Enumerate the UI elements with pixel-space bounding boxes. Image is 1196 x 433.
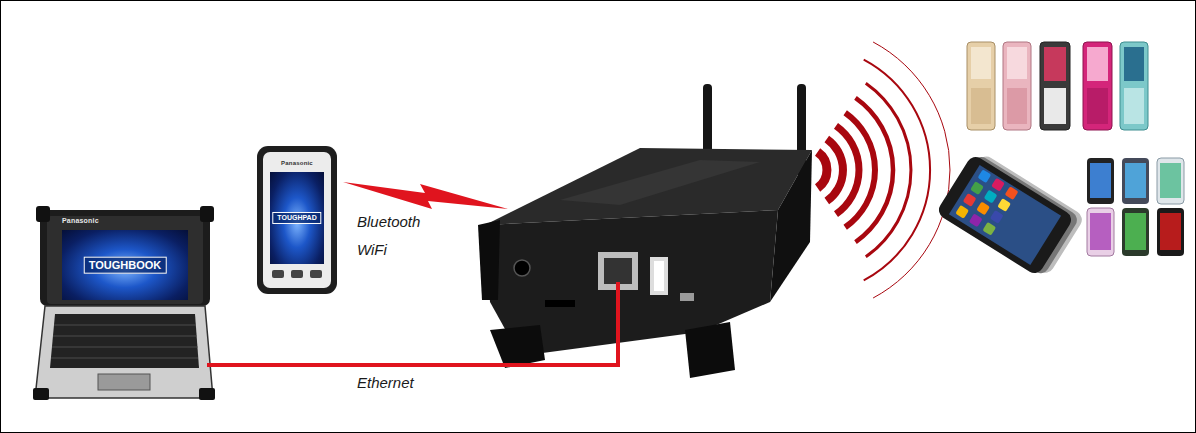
key-row	[52, 347, 198, 348]
phone-screen	[1124, 47, 1144, 81]
key-row	[54, 325, 196, 326]
app-icon	[990, 210, 1004, 224]
app-icon	[984, 190, 998, 204]
phone-keypad	[1124, 88, 1144, 124]
smartphone-screen	[1125, 213, 1146, 250]
gateway-top-groove	[560, 160, 760, 205]
app-icon	[976, 202, 990, 216]
app-icon	[997, 198, 1011, 212]
smartphone-screen	[949, 165, 1061, 265]
smartphone-stack	[936, 148, 1086, 281]
smartphone	[1157, 158, 1184, 204]
keyboard-rows	[51, 325, 198, 358]
product-badge: TOUGHBOOK	[84, 257, 167, 274]
smartphone-screen	[1090, 213, 1111, 250]
smartphone	[1122, 208, 1149, 256]
gateway-foot	[490, 325, 545, 368]
wave-arc	[845, 113, 875, 228]
wave-arc	[873, 42, 950, 298]
smartphone	[1087, 208, 1114, 256]
wave-arc	[866, 83, 911, 257]
wave-arc	[864, 60, 930, 281]
tablet-button	[291, 270, 303, 278]
flip-phones	[967, 42, 1148, 130]
tablet-button	[272, 270, 284, 278]
flip-phone	[967, 42, 995, 130]
dc-jack	[514, 260, 530, 276]
link-label: Bluetooth WiFi	[357, 208, 437, 264]
laptop-bezel	[47, 216, 203, 304]
brand-logo: Panasonic	[62, 217, 188, 224]
smartphone	[936, 154, 1075, 277]
laptop-touchpad	[98, 374, 150, 390]
tablet-frame	[257, 146, 337, 294]
laptop-illustration	[33, 206, 215, 400]
app-icon	[970, 181, 984, 195]
gateway-foot	[478, 220, 500, 300]
laptop-screen: PanasonicTOUGHBOOK	[62, 230, 188, 300]
flip-phone	[1040, 42, 1070, 130]
smartphone	[1122, 158, 1149, 204]
ethernet-cable	[207, 282, 618, 365]
laptop-keyboard	[50, 314, 199, 368]
laptop-bumper	[36, 206, 50, 222]
smartphone-screen	[1160, 213, 1181, 250]
wireless-bolt	[343, 182, 508, 209]
wave-arc	[818, 152, 827, 188]
phone-screen	[971, 47, 991, 79]
link-label: Ethernet	[357, 373, 477, 393]
brand-logo: Panasonic	[270, 160, 324, 166]
laptop-bumper	[199, 388, 215, 400]
smartphone-screen	[1090, 163, 1111, 198]
app-icon	[955, 205, 969, 219]
flip-phone	[1003, 42, 1031, 130]
smartphone	[1157, 208, 1184, 256]
tablet-button	[310, 270, 322, 278]
radio-waves	[818, 42, 950, 298]
usb-port	[650, 257, 668, 295]
wave-arc	[827, 139, 843, 201]
key-row	[51, 358, 198, 359]
laptop-base	[35, 306, 213, 398]
flip-phone	[1083, 42, 1112, 130]
app-icon	[991, 178, 1005, 192]
tablet-screen: PanasonicTOUGHPAD	[270, 172, 324, 264]
app-icon	[978, 169, 992, 183]
phone-screen	[1087, 47, 1108, 81]
app-icon	[969, 213, 983, 227]
tablet-illustration	[257, 146, 337, 294]
phone-keypad	[1007, 88, 1027, 124]
flip-phone	[1120, 42, 1148, 130]
app-icon	[963, 193, 977, 207]
laptop-lid	[40, 210, 210, 306]
phone-keypad	[971, 88, 991, 124]
card-slot	[545, 300, 575, 307]
smartphone-screen	[1125, 163, 1146, 198]
app-icon	[1005, 186, 1019, 200]
phone-keypad	[1044, 88, 1066, 124]
app-icon	[982, 222, 996, 236]
wave-arc	[836, 126, 859, 214]
gateway-foot	[685, 322, 735, 378]
usb-socket	[654, 261, 664, 291]
wave-arc	[856, 98, 894, 242]
phone-screen	[1007, 47, 1027, 79]
key-row	[53, 336, 197, 337]
product-badge: TOUGHPAD	[272, 212, 321, 224]
gateway-illustration	[478, 84, 812, 378]
laptop-bumper	[33, 388, 49, 400]
tablet-bezel	[263, 152, 331, 288]
laptop-bumper	[200, 206, 214, 222]
phone-screen	[1044, 47, 1066, 81]
smartphone	[1087, 158, 1114, 204]
smartphone-grid	[1087, 158, 1184, 256]
mini-usb-port	[680, 293, 694, 301]
rj45-socket	[604, 258, 632, 284]
phone-keypad	[1087, 88, 1108, 124]
smartphone-screen	[1160, 163, 1181, 198]
